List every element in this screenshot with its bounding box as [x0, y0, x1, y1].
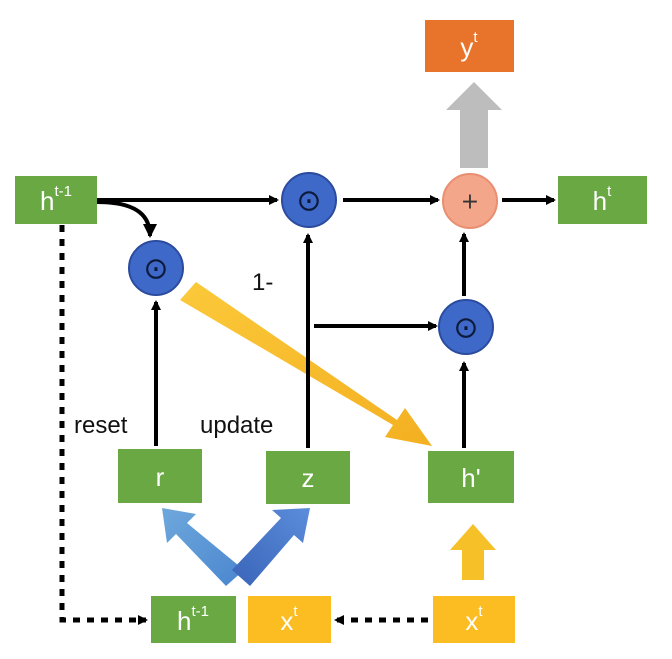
hadamard-symbol: ⊙ [143, 252, 168, 287]
plus-symbol: + [461, 190, 479, 215]
svg-text:xt: xt [465, 603, 483, 637]
svg-text:xt: xt [280, 603, 298, 637]
y-output-box: yt [425, 20, 514, 72]
hadamard-symbol: ⊙ [296, 184, 321, 219]
update-hadamard-node: ⊙ [281, 172, 337, 228]
svg-text:yt: yt [460, 29, 478, 63]
svg-text:r: r [156, 462, 165, 492]
update-label: update [200, 412, 273, 439]
svg-text:ht-1: ht-1 [40, 183, 72, 217]
h-prev-bottom-box: ht-1 [151, 596, 236, 643]
reset-hadamard-node: ⊙ [128, 240, 184, 296]
input-update-arrow [232, 508, 310, 586]
svg-text:ht: ht [593, 183, 612, 217]
arrow-hprev-to-reset [96, 200, 157, 238]
svg-text:ht-1: ht-1 [177, 603, 209, 637]
svg-text:h': h' [461, 463, 480, 493]
hadamard-symbol: ⊙ [453, 311, 478, 346]
one-minus-label: 1- [252, 269, 273, 296]
h-output-box: ht [558, 176, 647, 224]
output-arrow [446, 82, 502, 168]
svg-text:z: z [302, 463, 315, 493]
reset-gate-box: r [118, 449, 202, 503]
candidate-hadamard-node: ⊙ [438, 299, 494, 355]
input-candidate-arrow [450, 524, 496, 580]
update-gate-box: z [266, 451, 350, 504]
input-reset-arrow [162, 508, 244, 586]
plus-node: + [442, 173, 498, 229]
x-input-right-box: xt [433, 596, 515, 643]
dashed-hprev-down [59, 225, 148, 625]
candidate-hidden-box: h' [428, 451, 514, 503]
x-input-left-box: xt [248, 596, 331, 643]
h-prev-top-box: ht-1 [15, 176, 97, 224]
reset-label: reset [74, 412, 128, 439]
